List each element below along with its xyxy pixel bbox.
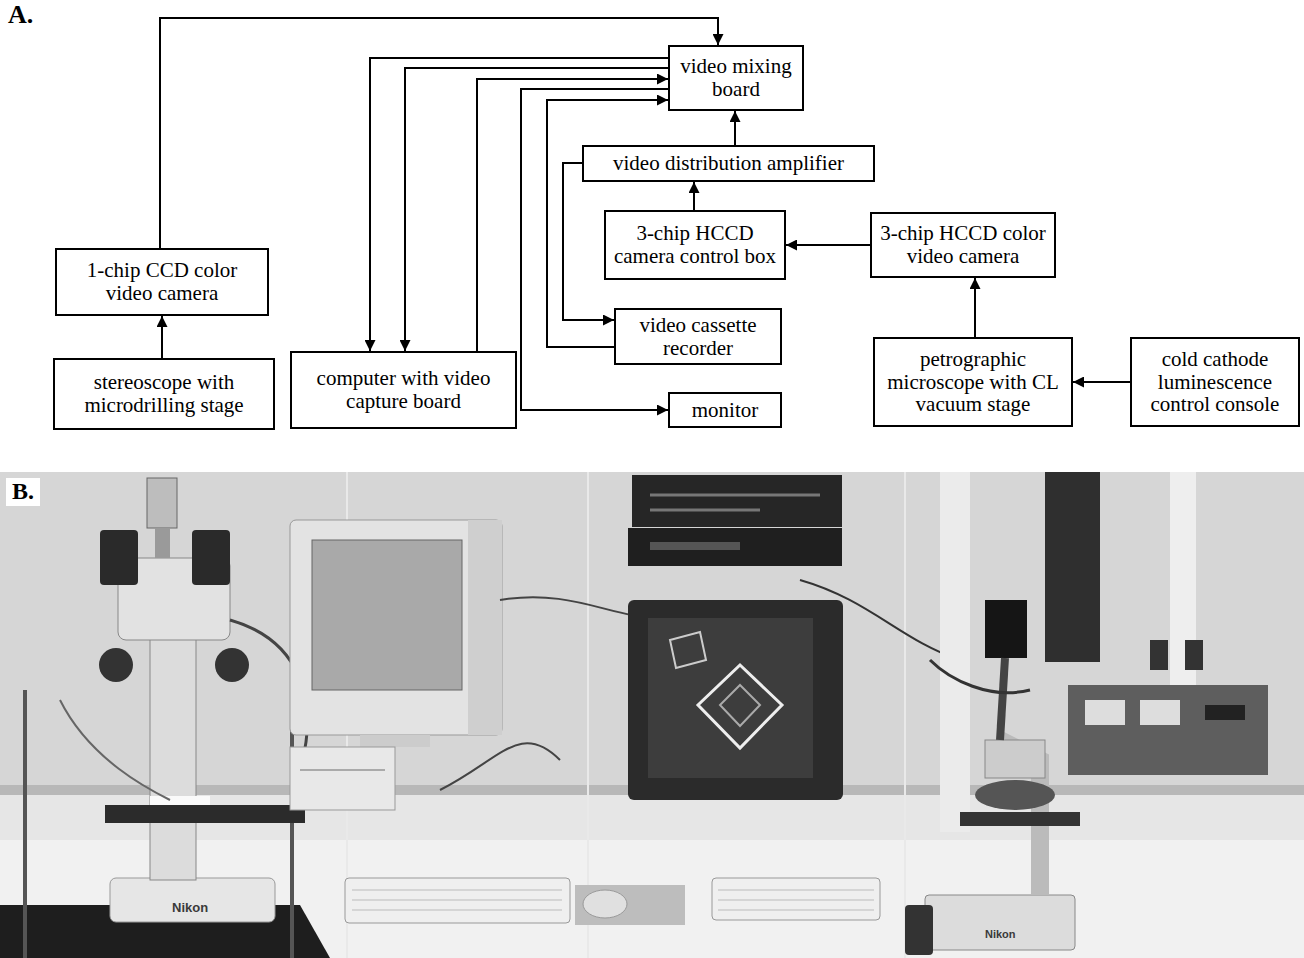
photo-panel	[0, 472, 1304, 958]
mixer-buttons	[650, 495, 820, 510]
computer-screen	[312, 540, 462, 690]
mouse-pad	[575, 885, 685, 925]
signal-arrow	[693, 182, 695, 210]
computer-tower	[290, 747, 395, 810]
key-rows	[718, 890, 874, 910]
box-label: petrographic microscope with CL vacuum s…	[882, 348, 1064, 416]
panel-letter: A.	[6, 0, 35, 30]
cable	[500, 597, 632, 615]
box-label: video cassette recorder	[623, 314, 773, 359]
eyepiece	[192, 530, 230, 585]
process-box: 3-chip HCCD camera control box	[604, 210, 786, 280]
process-box: video cassette recorder	[614, 308, 782, 365]
video-monitor	[628, 600, 843, 800]
ccd-camera	[147, 478, 177, 528]
keyboard	[712, 878, 880, 920]
microscope-stage	[960, 812, 1080, 826]
sample	[150, 796, 210, 805]
signal-arrow	[974, 278, 976, 337]
photo-seam	[904, 472, 906, 958]
camera-mount	[155, 528, 170, 558]
box-label: monitor	[677, 399, 773, 422]
stereoscope-base	[110, 878, 275, 922]
signal-arrow	[161, 316, 163, 358]
brand-mark: Nikon	[985, 928, 1016, 941]
outlet	[1150, 640, 1168, 670]
panel-letter: B.	[6, 478, 40, 506]
process-box: petrographic microscope with CL vacuum s…	[873, 337, 1073, 427]
crystal-zone	[720, 685, 760, 726]
box-label: cold cathode luminescence control consol…	[1139, 348, 1291, 416]
support-rod	[290, 700, 294, 958]
cable	[60, 700, 170, 800]
box-label: video distribution amplifier	[591, 152, 866, 175]
speaker	[468, 520, 502, 735]
display	[1205, 705, 1245, 720]
stereoscope-column	[150, 620, 196, 880]
wall-pipe	[1170, 472, 1196, 712]
process-box: stereoscope with microdrilling stage	[53, 358, 275, 430]
vcr	[628, 528, 842, 566]
box-label: 1-chip CCD color video camera	[64, 259, 260, 304]
mouse	[583, 890, 627, 918]
outlet	[1185, 640, 1203, 670]
brand-mark: Nikon	[172, 901, 208, 916]
process-box: 3-chip HCCD color video camera	[870, 212, 1056, 278]
process-box: cold cathode luminescence control consol…	[1130, 337, 1300, 427]
box-label: 3-chip HCCD color video camera	[879, 222, 1047, 267]
cable	[440, 743, 560, 790]
process-box: monitor	[668, 392, 782, 428]
box-label: stereoscope with microdrilling stage	[62, 371, 266, 416]
wall-column	[1045, 472, 1100, 662]
remote-control	[905, 905, 933, 955]
signal-arrow	[1073, 381, 1130, 383]
process-box: 1-chip CCD color video camera	[55, 248, 269, 316]
signal-arrow	[734, 111, 736, 145]
process-box: video distribution amplifier	[582, 145, 875, 182]
computer-monitor	[290, 520, 502, 735]
video-mixer	[632, 475, 842, 527]
process-box: video mixing board	[668, 45, 804, 111]
microdrilling-stage	[105, 805, 305, 823]
drive-slot	[300, 769, 385, 771]
eyepiece	[100, 530, 138, 585]
wall-pipe	[940, 472, 970, 832]
monitor-stand	[360, 735, 430, 747]
meter	[1085, 700, 1125, 725]
vacuum-chamber	[975, 780, 1055, 810]
focus-knob	[99, 648, 133, 682]
hccd-camera	[985, 600, 1027, 658]
camera-tube	[1000, 658, 1005, 740]
meter	[1140, 700, 1180, 725]
cable	[800, 580, 960, 660]
cl-console	[1068, 685, 1268, 775]
box-label: computer with video capture board	[299, 367, 508, 412]
monitor-screen	[648, 618, 813, 778]
wall	[0, 472, 1304, 958]
support-rod	[23, 690, 27, 958]
signal-arrow	[786, 244, 870, 246]
box-label: video mixing board	[677, 55, 795, 100]
microscope-base	[925, 895, 1075, 950]
box-label: 3-chip HCCD camera control box	[613, 222, 777, 267]
process-box: computer with video capture board	[290, 351, 517, 429]
crystal-outline	[670, 632, 706, 668]
microscope-head	[985, 740, 1045, 778]
keyboard	[345, 878, 570, 923]
tape-slot	[650, 542, 740, 550]
focus-knob	[215, 648, 249, 682]
crystal-outline	[698, 665, 782, 748]
cable	[930, 660, 1030, 693]
key-rows	[352, 890, 562, 910]
